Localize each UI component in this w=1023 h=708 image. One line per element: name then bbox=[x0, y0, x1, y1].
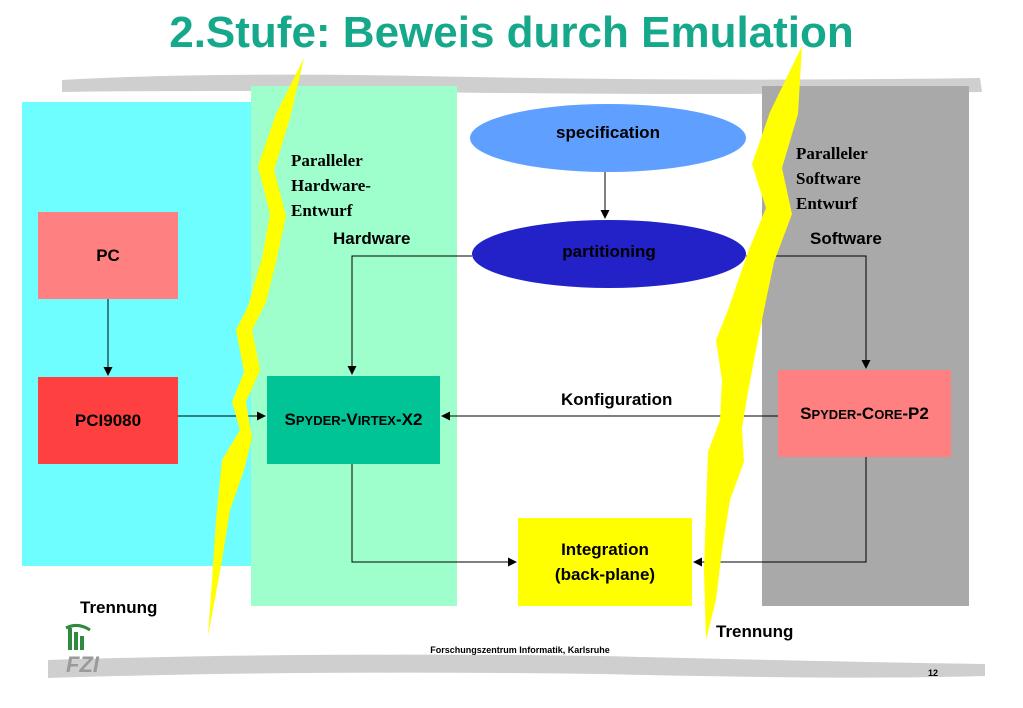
hardware-label: Hardware bbox=[333, 229, 411, 248]
paralleler-hardware-entwurf-label: Paralleler Hardware- Entwurf bbox=[291, 151, 371, 220]
lightning-left-icon bbox=[208, 58, 304, 636]
software-label: Software bbox=[810, 229, 882, 248]
arrow-part-to-core bbox=[746, 255, 871, 369]
footer-brush-stroke bbox=[48, 654, 985, 678]
footer-institute: Forschungszentrum Informatik, Karlsruhe bbox=[430, 645, 610, 655]
trennung-right-label: Trennung bbox=[716, 622, 794, 641]
trennung-left-label: Trennung bbox=[80, 598, 158, 617]
spyder-core-box: SPYDER-CORE-P2 bbox=[778, 370, 951, 457]
page-number: 12 bbox=[928, 668, 939, 678]
spyder-virtex-box: SPYDER-VIRTEX-X2 bbox=[267, 376, 440, 464]
panel-hardware bbox=[251, 86, 457, 606]
integration-label: Integration (back-plane) bbox=[554, 540, 656, 584]
specification-label: specification bbox=[556, 123, 660, 142]
fzi-logo-text: FZI bbox=[66, 652, 99, 677]
arrow-virtex-to-integration bbox=[351, 464, 517, 567]
arrow-core-to-integration bbox=[693, 457, 867, 567]
panel-pc-side bbox=[22, 102, 254, 566]
partitioning-ellipse: partitioning bbox=[472, 220, 746, 288]
integration-box: Integration (back-plane) bbox=[518, 518, 692, 606]
konfiguration-label: Konfiguration bbox=[561, 390, 673, 409]
page-title: 2.Stufe: Beweis durch Emulation bbox=[169, 8, 854, 57]
pci9080-box: PCI9080 bbox=[38, 377, 178, 464]
paralleler-software-entwurf-label: Paralleler Software Entwurf bbox=[796, 144, 868, 213]
pc-box: PC bbox=[38, 212, 178, 299]
partitioning-label: partitioning bbox=[562, 242, 656, 261]
lightning-right-icon bbox=[704, 46, 802, 640]
arrow-part-to-virtex bbox=[347, 255, 472, 375]
pc-label: PC bbox=[96, 245, 120, 265]
spyder-core-label: SPYDER-CORE-P2 bbox=[800, 403, 929, 423]
specification-ellipse: specification bbox=[470, 104, 746, 172]
fzi-logo-icon bbox=[65, 623, 91, 650]
fzi-logo: FZI bbox=[62, 622, 122, 682]
pci9080-label: PCI9080 bbox=[74, 410, 142, 430]
spyder-virtex-label: SPYDER-VIRTEX-X2 bbox=[284, 410, 423, 429]
